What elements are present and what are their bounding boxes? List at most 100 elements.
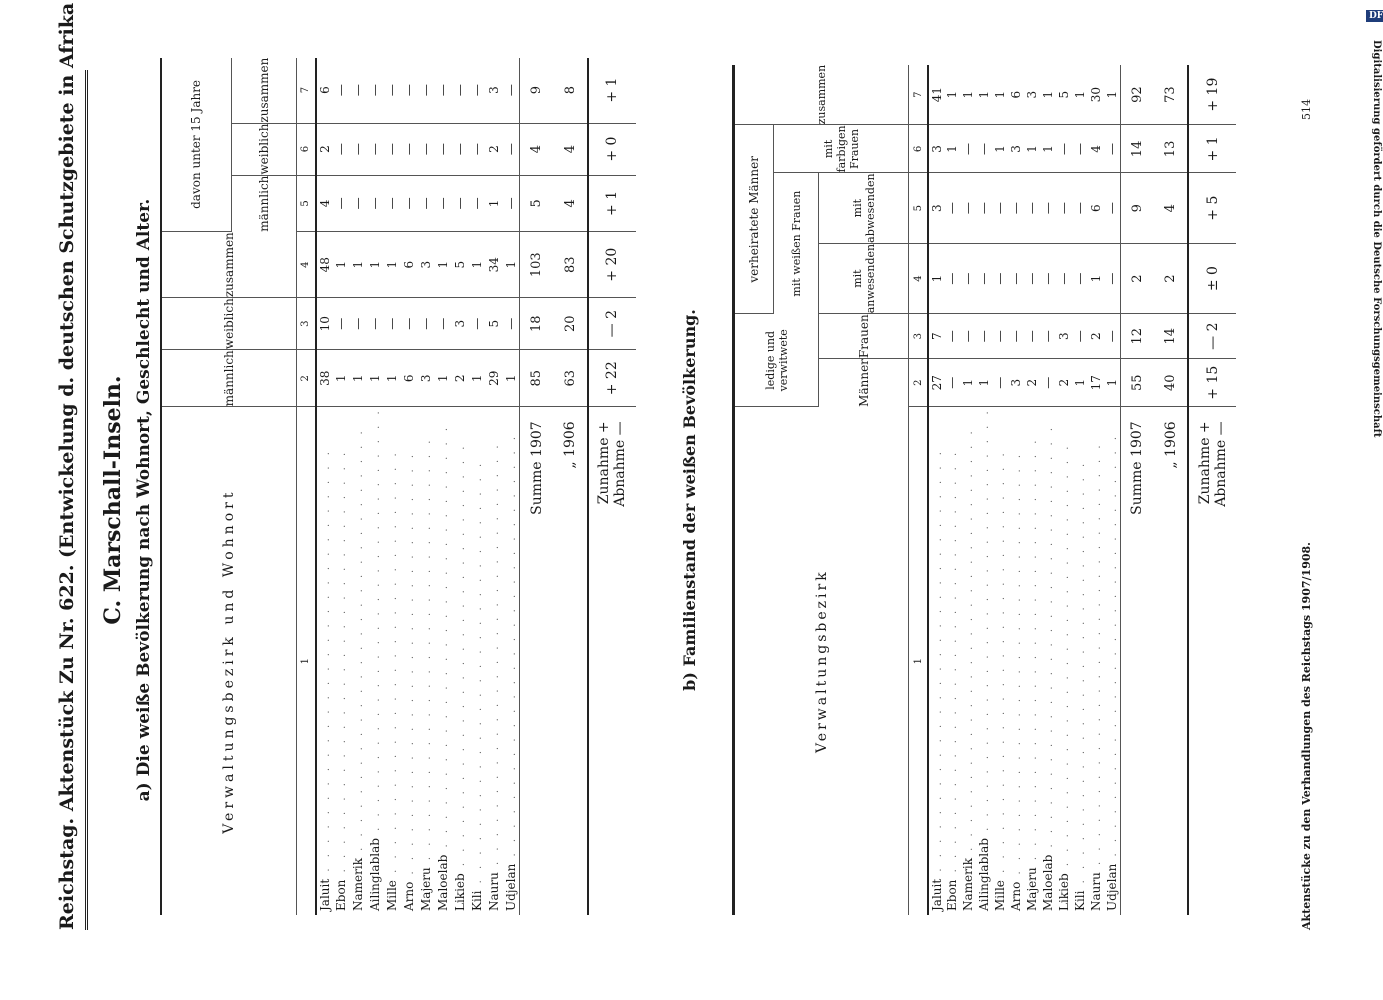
cell: — (417, 57, 435, 124)
change-cell: + 1 (587, 175, 636, 232)
cell: 1 (434, 349, 452, 407)
table-row: Ebon . . . . . . . . . . . . . . . . . .… (332, 57, 350, 915)
leader-dots: . . . . . . . . . . . . . . . . . . . . … (473, 459, 484, 891)
table-b-h-single: ledige und verwitwete (733, 313, 819, 407)
row-label: Maloelab (436, 854, 450, 911)
table-a-h-young-male: männlich (256, 175, 271, 232)
row-label: Likieb (1057, 873, 1071, 911)
table-a-body: Jaluit . . . . . . . . . . . . . . . . .… (315, 57, 636, 915)
row-label: Kili (470, 890, 484, 911)
cell: 1 (1088, 243, 1104, 314)
table_b-colnum: 2 (908, 358, 928, 407)
leader-dots: . . . . . . . . . . . . . . . . . . . . … (1028, 436, 1039, 868)
change-label: Zunahme +Abnahme — (1188, 406, 1236, 915)
leader-dots: . . . . . . . . . . . . . . . . . . . . … (1060, 442, 1071, 874)
table-row: Namerik . . . . . . . . . . . . . . . . … (349, 57, 367, 915)
cell: — (1008, 313, 1024, 359)
cell: 1 (1104, 358, 1120, 407)
row-label: Arno (1009, 881, 1023, 911)
table-a-h-female: weiblich (161, 297, 296, 350)
cell: — (976, 313, 992, 359)
leader-dots: . . . . . . . . . . . . . . . . . . . . … (439, 423, 450, 855)
table_b-colnum: 7 (908, 64, 928, 125)
change-cell: + 19 (1188, 64, 1236, 125)
cell: — (502, 175, 520, 232)
cell: — (502, 57, 520, 124)
cell: 3 (1024, 64, 1040, 125)
cell: — (332, 175, 350, 232)
table-row: Likieb . . . . . . . . . . . . . . . . .… (451, 57, 469, 915)
table_a-colnum: 5 (296, 175, 316, 232)
cell: 2 (315, 123, 333, 176)
sum-cell: 12 (1120, 313, 1154, 359)
table_a-colnum: 3 (296, 297, 316, 350)
cell: 6 (1008, 64, 1024, 125)
row-label: Udjelan (1104, 863, 1119, 911)
table-b-h-white-wives: mit weißen Frauen (773, 172, 819, 314)
leader-dots: . . . . . . . . . . . . . . . . . . . . … (337, 448, 348, 880)
cell: 1 (349, 231, 367, 298)
cell: — (417, 175, 435, 232)
cell: 6 (400, 349, 418, 407)
header-text: Reichstag. Aktenstück Zu Nr. 622. (Entwi… (56, 0, 78, 930)
cell: 1 (992, 64, 1008, 125)
sum-cell: 40 (1154, 358, 1188, 407)
row-label: Likieb (453, 873, 467, 911)
cell: — (434, 297, 452, 350)
table_a-colnum: 4 (296, 231, 316, 298)
cell: — (451, 123, 469, 176)
cell: — (451, 175, 469, 232)
cell: — (1040, 358, 1056, 407)
table-a-title: a) Die weiße Bevölkerung nach Wohnort, G… (134, 198, 154, 802)
table-row: Kili . . . . . . . . . . . . . . . . . .… (1072, 64, 1088, 915)
table-a-h-male: männlich (161, 349, 296, 407)
table-b: Verwaltungsbezirk ledige und verwitwete … (732, 64, 1236, 915)
cell: — (451, 57, 469, 124)
table-row: Nauru . . . . . . . . . . . . . . . . . … (1088, 64, 1104, 915)
cell: — (1024, 172, 1040, 244)
table_a-colnum: 1 (296, 406, 316, 915)
row-name: Udjelan . . . . . . . . . . . . . . . . … (1104, 407, 1120, 915)
table-row: Likieb . . . . . . . . . . . . . . . . .… (1056, 64, 1072, 915)
cell: — (1040, 172, 1056, 244)
cell: 2 (451, 349, 469, 407)
digitization-text: Digitalisierung gefördert durch die Deut… (1371, 40, 1382, 438)
row-name: Likieb . . . . . . . . . . . . . . . . .… (1056, 407, 1072, 915)
cell: — (366, 175, 384, 232)
row-label: Majeru (419, 867, 433, 911)
cell: — (960, 243, 976, 314)
cell: — (1056, 243, 1072, 314)
cell: — (944, 358, 960, 407)
row-name: Namerik . . . . . . . . . . . . . . . . … (960, 407, 976, 915)
row-name: Kili . . . . . . . . . . . . . . . . . .… (1072, 407, 1088, 915)
row-name: Arno . . . . . . . . . . . . . . . . . .… (1008, 407, 1024, 915)
cell: 1 (434, 231, 452, 298)
cell: 1 (383, 231, 401, 298)
cell: — (332, 57, 350, 124)
sum-cell: 2 (1154, 243, 1188, 314)
sum-cell: 5 (519, 175, 554, 232)
cell: — (1104, 172, 1120, 244)
cell: 1 (928, 243, 944, 314)
cell: 1 (468, 349, 486, 407)
table-a-h-total: zusammen (161, 231, 296, 298)
cell: — (1024, 243, 1040, 314)
cell: 4 (1088, 124, 1104, 173)
sum-cell: 73 (1154, 64, 1188, 125)
table-row: Ailinglablab . . . . . . . . . . . . . .… (366, 57, 384, 915)
cell: — (366, 123, 384, 176)
cell: 1 (366, 349, 384, 407)
leader-dots: . . . . . . . . . . . . . . . . . . . . … (320, 448, 332, 879)
cell: 1 (332, 231, 350, 298)
cell: 1 (468, 231, 486, 298)
cell: — (992, 243, 1008, 314)
cell: 27 (928, 358, 944, 407)
change-cell: — 2 (587, 297, 636, 350)
cell: — (400, 175, 418, 232)
cell: — (400, 297, 418, 350)
cell: — (976, 243, 992, 314)
cell: — (944, 313, 960, 359)
